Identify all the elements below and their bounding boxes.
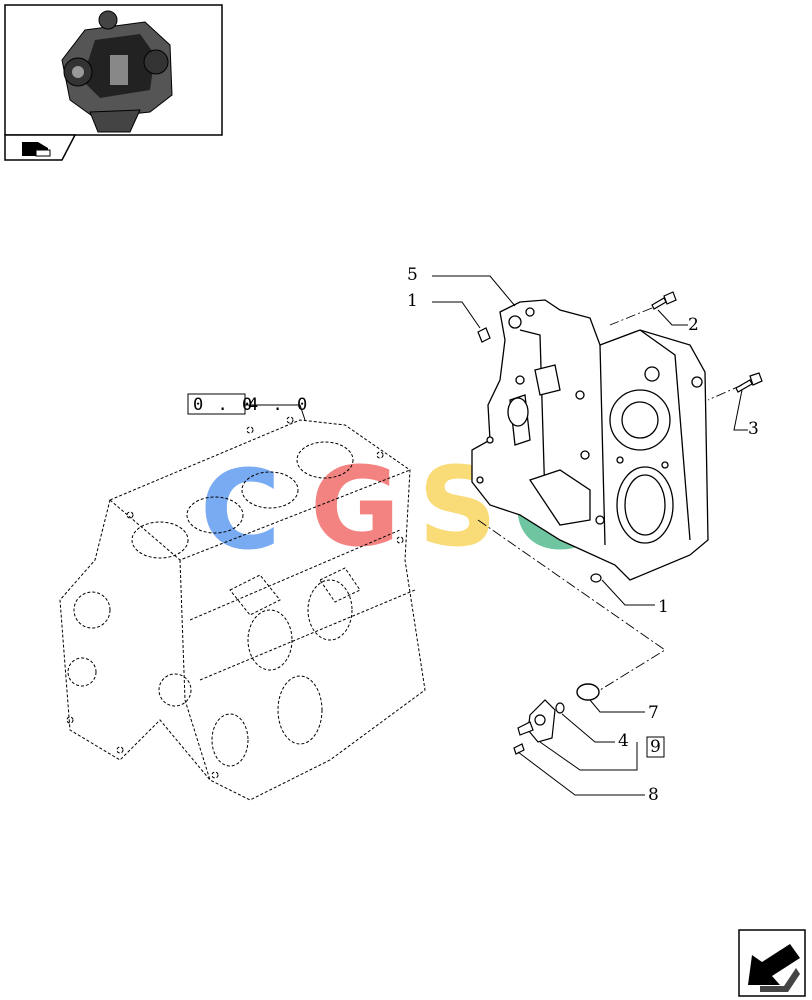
- callout-4[interactable]: 4: [618, 731, 629, 751]
- arrow-icon: [748, 944, 800, 992]
- next-page-button[interactable]: [738, 929, 806, 997]
- reference-code-boxed: 0 . 0: [193, 395, 254, 415]
- tensioner-plate[interactable]: [517, 699, 556, 743]
- engine-thumbnail[interactable]: [4, 4, 223, 136]
- o-ring-7[interactable]: [576, 683, 600, 701]
- washer-4[interactable]: [555, 702, 565, 714]
- watermark-letter-g: G: [310, 443, 400, 571]
- callout-7[interactable]: 7: [648, 703, 659, 723]
- gear-housing[interactable]: [471, 299, 709, 581]
- engine-thumbnail-image: [61, 10, 173, 133]
- center-lines: [477, 307, 743, 691]
- thumbnail-tab[interactable]: [4, 134, 77, 161]
- leader-lines: [245, 275, 748, 796]
- plug-bottom[interactable]: [590, 573, 602, 583]
- callout-3[interactable]: 3: [748, 419, 759, 439]
- plug-top[interactable]: [477, 327, 491, 343]
- bolt-8[interactable]: [513, 743, 525, 755]
- book-icon: [22, 142, 51, 157]
- callout-1-top[interactable]: 1: [407, 291, 418, 311]
- reference-code[interactable]: 0 . 0 4 . 0: [187, 393, 309, 415]
- kit-box-label: 9: [650, 737, 661, 757]
- callout-8[interactable]: 8: [648, 785, 659, 805]
- callout-1-bottom[interactable]: 1: [658, 597, 669, 617]
- screw-3[interactable]: [735, 372, 763, 393]
- screw-2[interactable]: [651, 291, 677, 310]
- engine-block-outline: [59, 416, 426, 801]
- callout-5[interactable]: 5: [407, 265, 418, 285]
- watermark-letter-c1: C: [200, 446, 281, 574]
- callout-2[interactable]: 2: [688, 315, 699, 335]
- reference-code-tail: 4 . 0: [248, 395, 309, 415]
- kit-box[interactable]: 9: [646, 736, 665, 758]
